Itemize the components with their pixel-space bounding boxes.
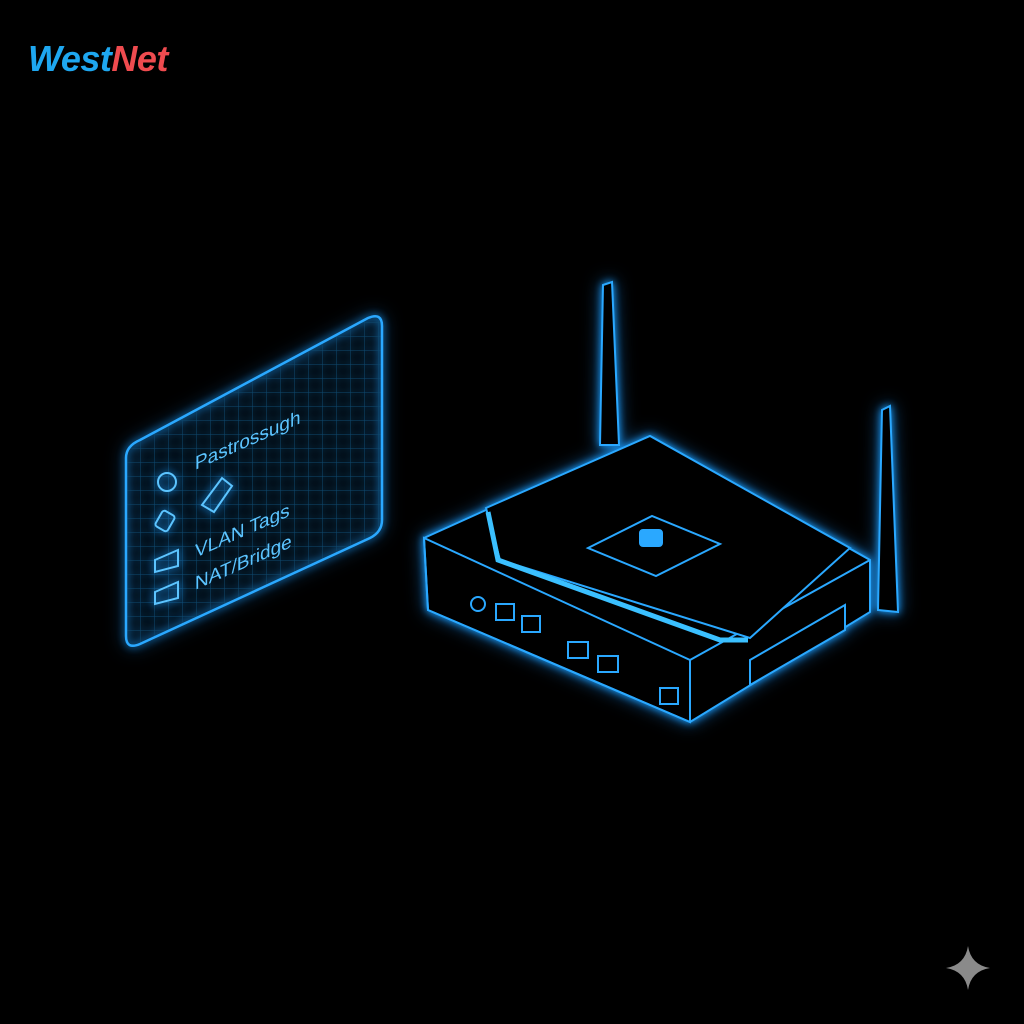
usb-icon <box>154 509 176 533</box>
power-jack <box>470 596 486 612</box>
vent-grille <box>749 603 846 687</box>
sparkle-icon <box>946 946 990 990</box>
antenna-right <box>876 404 900 614</box>
nat-icon <box>154 580 179 606</box>
label-plate <box>659 687 679 705</box>
tag-icon <box>200 476 234 514</box>
gear-icon <box>639 529 663 547</box>
led-strip <box>485 511 748 643</box>
ethernet-port <box>521 615 541 633</box>
holo-panel <box>124 315 384 647</box>
bridge-icon <box>154 548 179 574</box>
sync-arrows-icon <box>157 472 177 492</box>
ethernet-port <box>567 641 589 659</box>
brand-logo: WestNet <box>28 38 168 80</box>
ethernet-port <box>495 603 515 621</box>
ethernet-port <box>597 655 619 673</box>
logo-part-net: Net <box>111 38 168 79</box>
logo-part-west: West <box>28 38 112 79</box>
router <box>422 280 900 724</box>
antenna-left <box>598 280 621 446</box>
